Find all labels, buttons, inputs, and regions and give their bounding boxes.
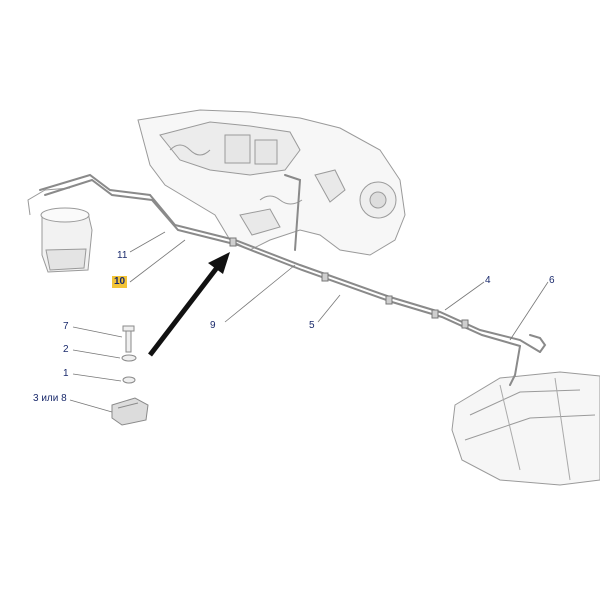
- callout-3-or-8: 3 или 8: [33, 393, 67, 404]
- clip-9: [229, 237, 237, 247]
- washer-1: [122, 376, 136, 384]
- clip-a: [321, 272, 329, 282]
- clip-b: [385, 295, 393, 305]
- leader-lines: [69, 231, 549, 413]
- callout-6: 6: [549, 275, 555, 286]
- fuel-tank: [451, 371, 600, 486]
- callout-11: 11: [117, 250, 128, 261]
- fuel-filter: [27, 187, 93, 273]
- washer-2: [121, 354, 137, 362]
- bracket-8: [111, 397, 149, 426]
- callout-5: 5: [309, 320, 315, 331]
- line-clips: [229, 237, 469, 329]
- clip-c: [461, 319, 469, 329]
- fuel-lines: [39, 173, 547, 386]
- callout-1: 1: [63, 368, 69, 379]
- callout-4: 4: [485, 275, 491, 286]
- engine-block: [137, 109, 406, 256]
- direction-arrow: [148, 252, 230, 357]
- bolt-7: [122, 325, 135, 353]
- callout-7: 7: [63, 321, 69, 332]
- callout-9: 9: [210, 320, 216, 331]
- clip-4: [431, 309, 439, 319]
- callout-10: 10: [112, 276, 128, 288]
- callout-2: 2: [63, 344, 69, 355]
